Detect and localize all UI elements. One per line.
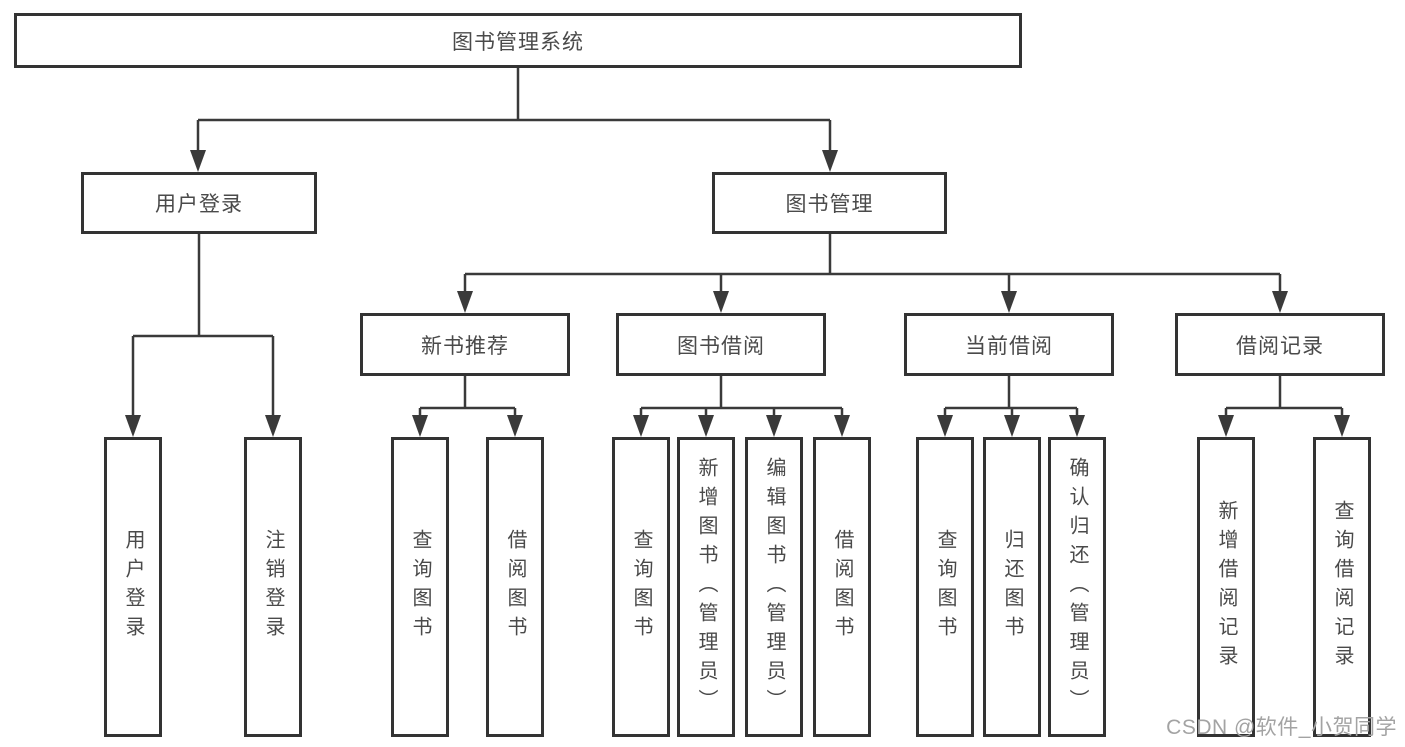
- arrow-down-icon: [633, 415, 649, 437]
- node-leaf-borrow-books-recommend: 借阅图书: [486, 437, 544, 737]
- arrow-down-icon: [1334, 415, 1350, 437]
- node-root: 图书管理系统: [14, 13, 1022, 68]
- watermark: CSDN @软件_小贺同学: [1166, 716, 1397, 739]
- arrow-down-icon: [507, 415, 523, 437]
- node-leaf-edit-book-admin: 编辑图书（管理员）: [745, 437, 803, 737]
- arrow-down-icon: [1218, 415, 1234, 437]
- node-borrowing-records: 借阅记录: [1175, 313, 1385, 376]
- connector-line: [131, 68, 1344, 421]
- arrow-down-icon: [698, 415, 714, 437]
- arrow-down-icon: [1001, 291, 1017, 313]
- node-new-book-recommend: 新书推荐: [360, 313, 570, 376]
- arrow-down-icon: [125, 415, 141, 437]
- arrow-down-icon: [1069, 415, 1085, 437]
- arrow-down-icon: [834, 415, 850, 437]
- node-leaf-return-book: 归还图书: [983, 437, 1041, 737]
- node-leaf-query-borrow-record: 查询借阅记录: [1313, 437, 1371, 737]
- node-leaf-query-books-recommend: 查询图书: [391, 437, 449, 737]
- arrow-down-icon: [1004, 415, 1020, 437]
- node-leaf-add-book-admin: 新增图书（管理员）: [677, 437, 735, 737]
- node-book-borrowing: 图书借阅: [616, 313, 826, 376]
- arrow-down-icon: [412, 415, 428, 437]
- node-leaf-borrow-books-borrowing: 借阅图书: [813, 437, 871, 737]
- node-book-management: 图书管理: [712, 172, 947, 234]
- arrow-down-icon: [937, 415, 953, 437]
- arrow-down-icon: [766, 415, 782, 437]
- arrow-down-icon: [1272, 291, 1288, 313]
- node-leaf-query-books-borrowing: 查询图书: [612, 437, 670, 737]
- node-leaf-user-login: 用户登录: [104, 437, 162, 737]
- node-leaf-confirm-return-admin: 确认归还（管理员）: [1048, 437, 1106, 737]
- node-leaf-add-borrow-record: 新增借阅记录: [1197, 437, 1255, 737]
- node-current-borrowing: 当前借阅: [904, 313, 1114, 376]
- node-leaf-query-books-current: 查询图书: [916, 437, 974, 737]
- arrow-down-icon: [457, 291, 473, 313]
- arrow-down-icon: [822, 150, 838, 172]
- node-leaf-logout: 注销登录: [244, 437, 302, 737]
- arrow-down-icon: [190, 150, 206, 172]
- arrow-down-icon: [713, 291, 729, 313]
- arrow-down-icon: [265, 415, 281, 437]
- node-user-login: 用户登录: [81, 172, 317, 234]
